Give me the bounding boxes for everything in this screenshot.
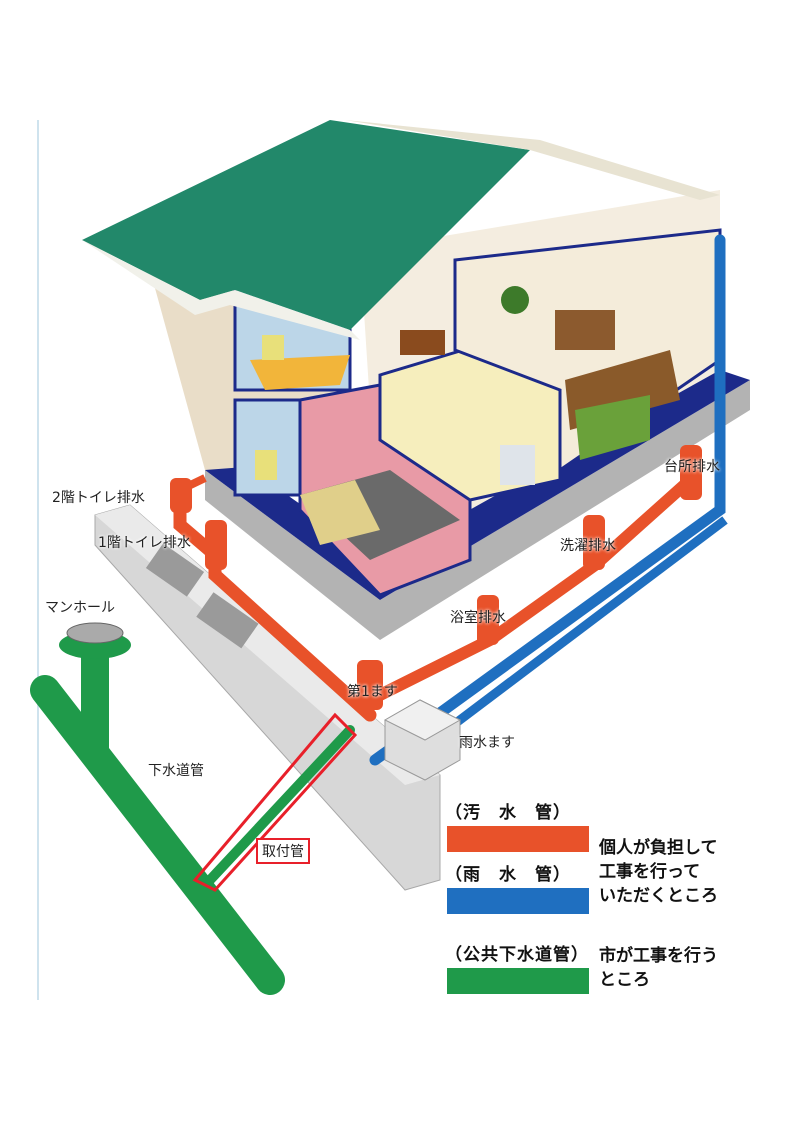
connection-highlight [192,712,358,892]
bathtub [300,480,380,545]
kitchen-basin [680,445,702,500]
bath-basin [477,595,499,645]
legend-rain-title: （雨 水 管） [445,865,571,885]
label-manhole: マンホール [45,600,115,616]
laundry-basin [583,515,605,570]
legend-note-public-1: 市が工事を行う [599,946,718,966]
rain-pipe [369,234,726,766]
plant [501,286,529,314]
label-connection-pipe: 取付管 [256,838,310,864]
lower-toilet-room [233,398,307,497]
toilet1f-basin [205,520,227,570]
manhole-cover [66,622,124,644]
legend-sewage-bar [447,826,589,852]
legend-note-public-2: ところ [599,970,650,990]
kitchen-cabinet [555,310,615,350]
lower-toilet [255,450,277,480]
legend-public-bar [447,968,589,994]
sewer-main-pipe [30,675,285,995]
foundation [205,380,750,640]
sewage-pipe-main [364,474,696,706]
toilet2f-basin [170,478,192,513]
washing-machine [500,445,535,485]
upper-toilet-floor [250,355,350,390]
legend-note-private-3: いただくところ [599,886,718,906]
legend-sewage-title: （汚 水 管） [445,803,571,823]
legend-public-title: （公共下水道管） [445,945,589,965]
roof-front [82,120,530,330]
label-kitchen: 台所排水 [664,459,720,475]
rain-pipe-branch [437,516,728,739]
rain-basin-top [383,699,462,741]
kitchen-mat [575,395,650,460]
grate-1 [145,543,205,597]
label-bath: 浴室排水 [450,610,506,626]
label-sewer-main: 下水道管 [148,763,204,779]
first-basin [357,660,383,710]
label-rain-basin: 雨水ます [459,735,515,751]
label-toilet1f: 1階トイレ排水 [98,535,191,551]
legend-note-private-2: 工事を行って [599,862,701,882]
label-toilet2f: 2階トイレ排水 [52,490,145,506]
legend-note-private-1: 個人が負担して [599,838,718,858]
roof-edge [82,240,360,340]
sofa [400,330,445,355]
legend-rain-bar [447,888,589,914]
label-first-basin: 第1ます [347,684,398,700]
grate-2 [196,592,259,649]
roof-back [345,120,720,200]
upper-toilet [262,335,284,360]
connection-pipe [205,725,355,885]
label-laundry: 洗濯排水 [560,538,616,554]
